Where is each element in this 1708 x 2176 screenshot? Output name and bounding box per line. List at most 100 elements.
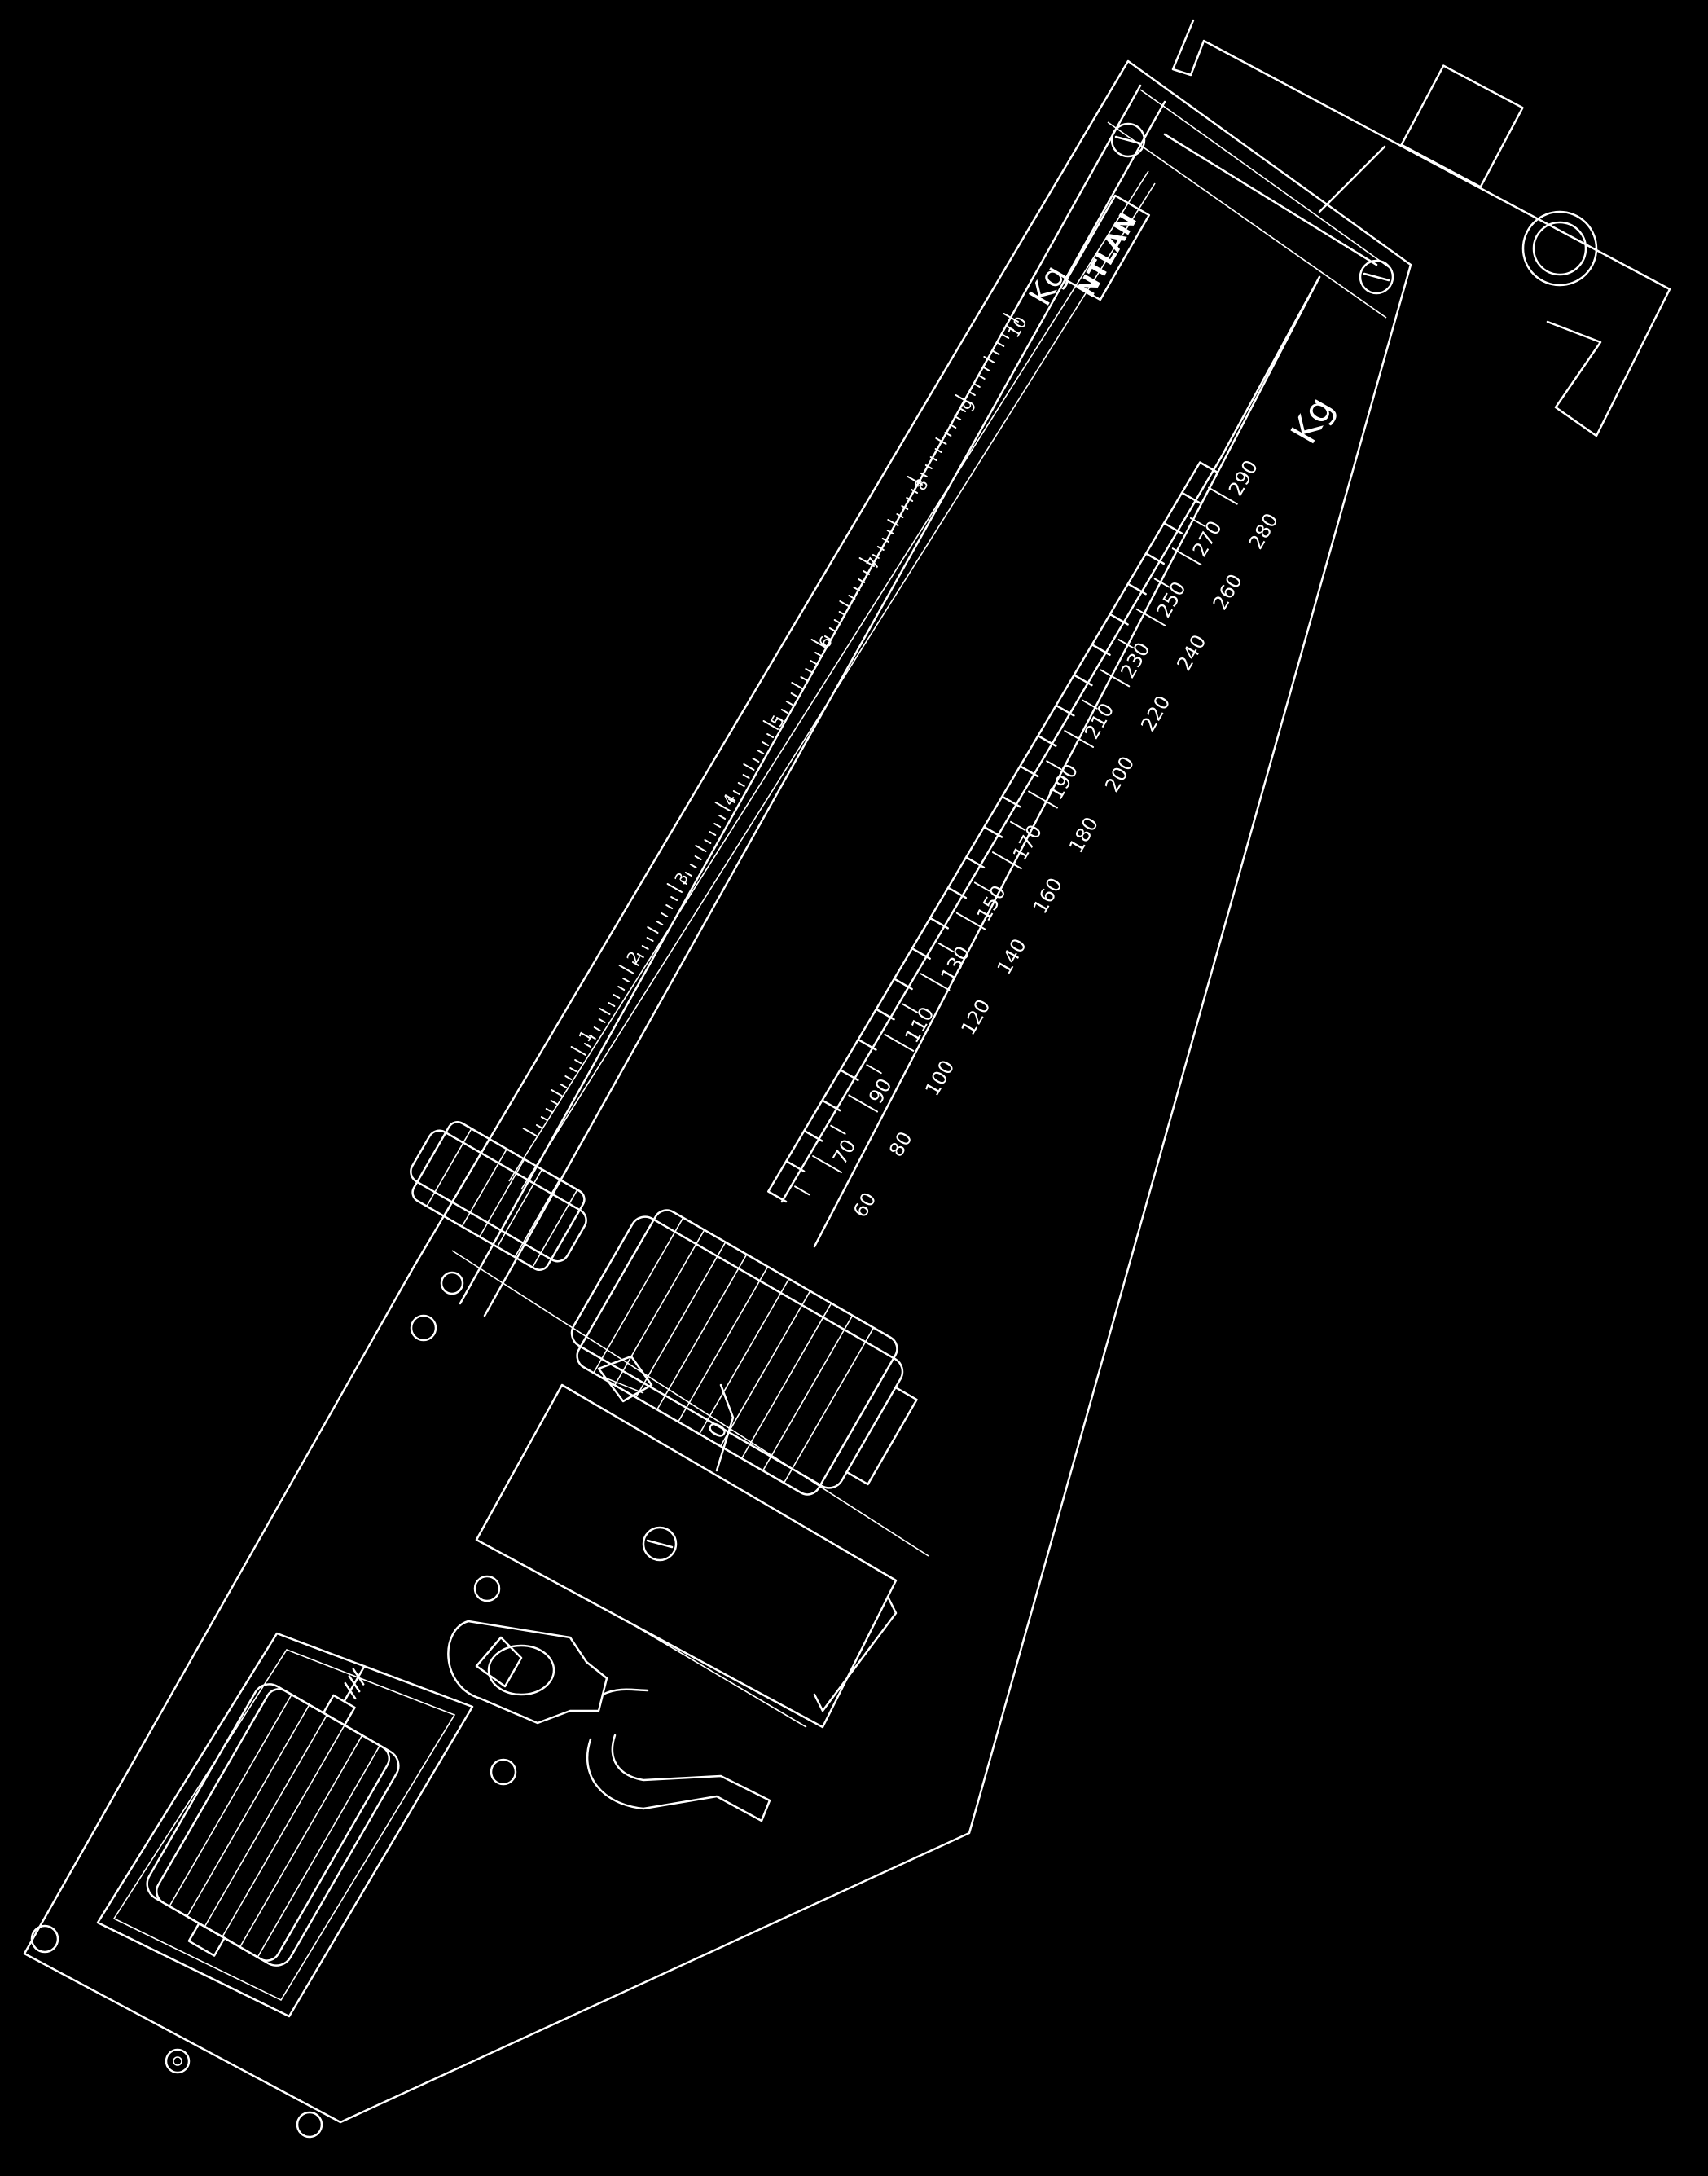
- small-scale-tick: [983, 356, 995, 363]
- small-scale-tick: [743, 763, 755, 771]
- small-scale-tick: [833, 619, 841, 624]
- small-scale-tick: [714, 802, 731, 811]
- small-scale-label: 3: [670, 869, 692, 888]
- large-scale-upper-label: 250: [1153, 578, 1191, 622]
- large-scale-lower-label: 240: [1172, 631, 1210, 675]
- small-scale-tick: [613, 994, 621, 999]
- small-scale-tick: [564, 1075, 573, 1080]
- small-scale-tick: [876, 546, 885, 551]
- small-scale-tick: [727, 798, 735, 803]
- large-scale-tick: [955, 912, 986, 930]
- large-scale-lower-label: 280: [1245, 509, 1283, 553]
- large-scale-lower-label: 120: [956, 996, 995, 1040]
- small-scale-tick: [694, 855, 702, 860]
- small-scale-tick: [641, 945, 649, 950]
- small-scale-tick: [954, 415, 962, 420]
- small-scale-tick: [522, 1128, 538, 1137]
- housing-block: [475, 1383, 898, 1729]
- small-scale-tick: [906, 497, 914, 502]
- large-scale-upper-label: 270: [1188, 517, 1227, 561]
- large-scale-tick: [1207, 486, 1238, 505]
- small-scale-tick: [757, 750, 765, 754]
- large-scale-tick: [812, 1155, 842, 1174]
- small-scale-tick: [924, 464, 933, 469]
- screw-top-right: [1359, 259, 1394, 295]
- small-scale-tick: [810, 639, 827, 648]
- small-scale-tick: [872, 554, 880, 559]
- large-scale-tick: [991, 851, 1022, 870]
- small-scale-tick: [535, 1124, 543, 1129]
- large-scale-tick: [1100, 669, 1131, 688]
- small-scale-tick: [858, 578, 866, 583]
- large-scale-tick: [1135, 608, 1166, 626]
- small-scale-tick: [766, 733, 775, 738]
- small-scale-tick: [785, 701, 793, 706]
- small-scale-tick: [949, 424, 957, 429]
- small-scale-tick: [858, 557, 875, 567]
- small-scale-rail: [459, 84, 1166, 1317]
- small-scale-tick: [992, 350, 1000, 355]
- small-scale-tick: [665, 904, 674, 909]
- large-scale-tick: [1064, 729, 1095, 748]
- large-scale-tick: [1117, 639, 1134, 649]
- large-scale-lower-label: 200: [1100, 753, 1139, 797]
- small-scale-tick: [920, 473, 928, 477]
- small-scale-tick: [780, 709, 788, 714]
- small-scale-tick: [617, 986, 626, 991]
- small-scale-tick: [838, 611, 846, 616]
- small-scale-tick: [689, 864, 697, 868]
- large-scale-tick: [794, 1185, 810, 1196]
- large-scale-ticks: [794, 486, 1238, 1196]
- small-scale-tick: [593, 1026, 601, 1031]
- small-scale-unit: Kg: [1022, 259, 1074, 311]
- small-scale-tick: [997, 342, 1005, 347]
- small-scale-tick: [791, 682, 803, 689]
- large-scale-upper-label: 170: [1008, 820, 1047, 864]
- large-scale-unit: Kg: [1283, 390, 1342, 451]
- small-scale-tick: [886, 530, 894, 534]
- large-scale-lower-label: 60: [849, 1189, 881, 1221]
- small-scale-tick: [636, 953, 644, 958]
- small-scale-tick: [545, 1108, 553, 1113]
- large-scale-tick: [1171, 547, 1202, 566]
- small-scale-tick: [828, 627, 836, 632]
- large-scale-teeth: [767, 461, 1219, 1203]
- small-scale-tick: [775, 717, 784, 722]
- large-scale-upper-label: 70: [828, 1136, 861, 1168]
- small-scale-tick: [679, 880, 687, 885]
- top-bracket: [1163, 19, 1671, 437]
- small-scale-tick: [935, 437, 947, 445]
- small-scale-tick: [944, 432, 952, 437]
- small-slider-knob: [410, 1121, 587, 1271]
- large-scale-tick: [1189, 517, 1206, 527]
- small-scale-tick: [551, 1089, 563, 1097]
- small-scale-tick: [646, 937, 654, 942]
- small-scale-tick: [762, 741, 770, 746]
- small-scale-tick: [848, 595, 856, 600]
- small-scale-tick: [810, 660, 818, 665]
- large-scale-lower-label: 180: [1065, 813, 1103, 857]
- small-scale-tick: [929, 456, 937, 461]
- large-scale-upper-label: 230: [1116, 639, 1154, 683]
- small-scale-tick: [713, 823, 722, 828]
- small-scale-label: 7: [863, 554, 885, 573]
- large-scale-upper-label: 290: [1224, 456, 1262, 500]
- small-scale-tick: [752, 758, 760, 763]
- small-scale-tick: [569, 1067, 577, 1072]
- small-scale-tick: [666, 883, 683, 893]
- large-scale-tick: [902, 1003, 918, 1013]
- small-scale-tick: [911, 489, 919, 494]
- small-scale-tick: [762, 720, 779, 730]
- small-scale-label: 1: [574, 1026, 596, 1045]
- small-scale-tick: [540, 1116, 548, 1121]
- large-scale-tick: [920, 973, 951, 991]
- large-scale-lower-label: 100: [920, 1057, 959, 1101]
- large-scale-upper-label: 90: [864, 1075, 897, 1107]
- small-scale-tick: [1003, 313, 1019, 323]
- small-scale-tick: [800, 676, 808, 681]
- small-scale-tick: [718, 815, 727, 820]
- small-scale-tick: [982, 367, 990, 371]
- large-scale-tick: [1153, 578, 1170, 588]
- small-scale-tick: [887, 519, 899, 526]
